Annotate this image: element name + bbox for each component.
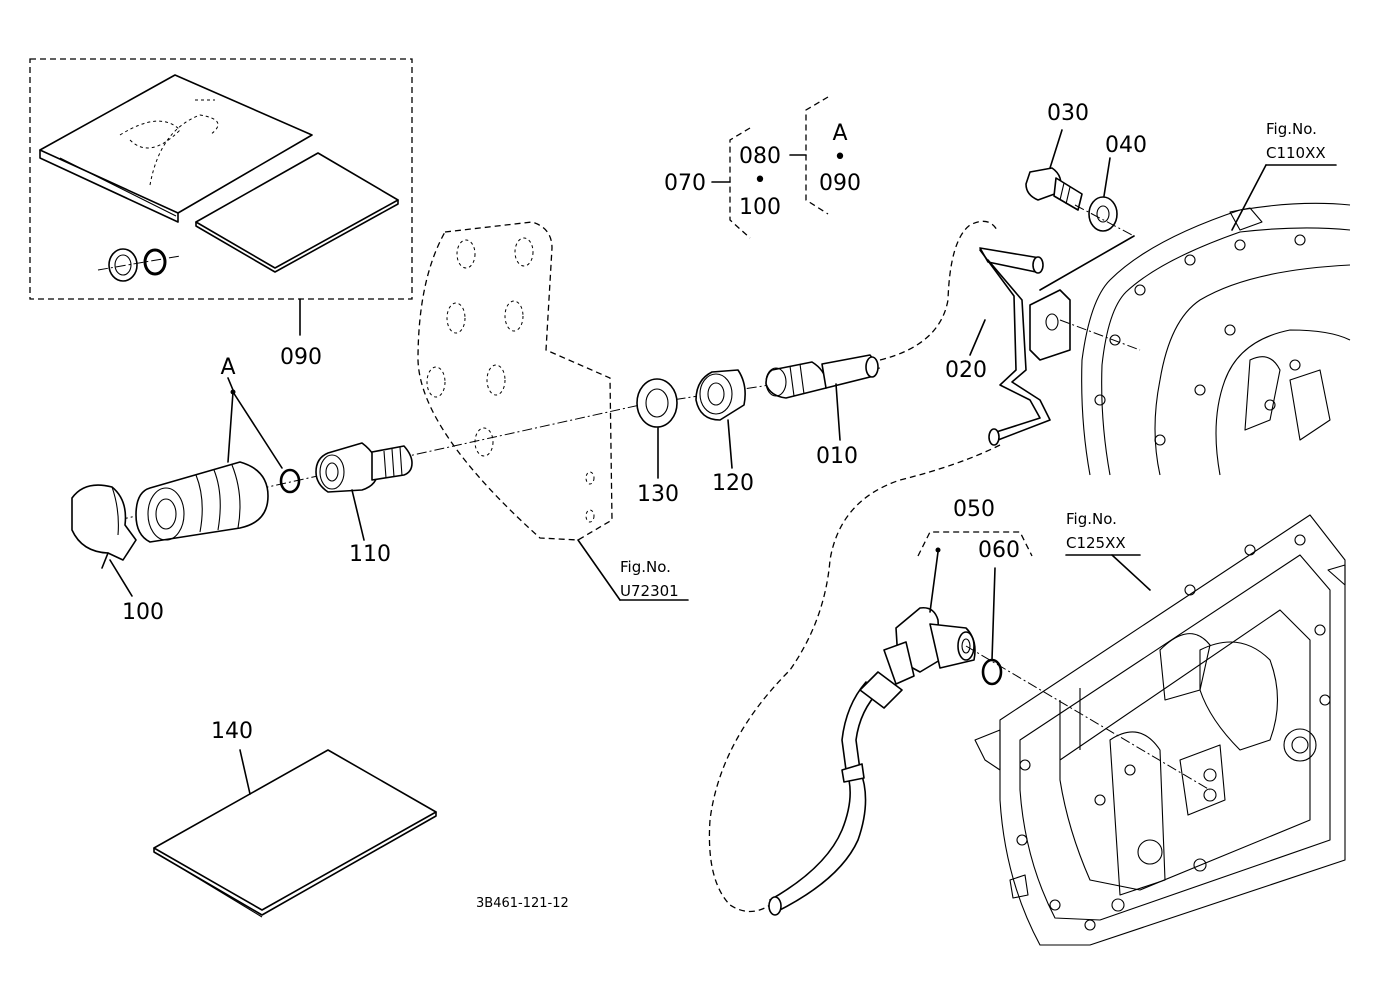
label-030: 030	[1047, 101, 1089, 126]
label-060: 060	[978, 538, 1020, 563]
bracket-plate	[417, 221, 689, 601]
label-130: 130	[637, 482, 679, 507]
kit-separator-left: •	[754, 168, 767, 193]
label-100: 100	[122, 600, 164, 625]
kit-box-090	[29, 58, 413, 336]
housing-c110xx	[1081, 164, 1351, 476]
fig-ref-c125xx-number: C125XX	[1066, 534, 1126, 552]
fig-ref-c125xx-caption: Fig.No.	[1066, 510, 1117, 528]
label-110: 110	[349, 542, 391, 567]
fig-ref-c110xx-number: C110XX	[1266, 144, 1326, 162]
part-labels: 010 020 030 040 050 060 090 100 110 120 …	[122, 101, 1326, 911]
housing-c125xx	[974, 514, 1346, 946]
sub-assembly-marker-a: A	[220, 355, 235, 380]
hose-and-elbow	[708, 444, 1211, 916]
label-090: 090	[280, 345, 322, 370]
fig-ref-u72301-number: U72301	[620, 582, 679, 600]
kit-item-100: 100	[739, 195, 781, 220]
label-010: 010	[816, 444, 858, 469]
kit-item-080: 080	[739, 144, 781, 169]
fig-ref-c110xx-caption: Fig.No.	[1266, 120, 1317, 138]
coupler-assembly	[71, 377, 641, 597]
label-140: 140	[211, 719, 253, 744]
label-020: 020	[945, 358, 987, 383]
kit-item-090: 090	[819, 171, 861, 196]
kit-separator-right: •	[834, 145, 847, 170]
label-050: 050	[953, 497, 995, 522]
label-120: 120	[712, 471, 754, 496]
pipe-and-bolt	[879, 129, 1141, 446]
fig-ref-u72301-caption: Fig.No.	[620, 558, 671, 576]
kit-label-070: 070	[664, 171, 706, 196]
drawing-code: 3B461-121-12	[476, 896, 569, 911]
label-040: 040	[1105, 133, 1147, 158]
kit-item-a: A	[832, 121, 847, 146]
part-140-manual	[153, 749, 437, 918]
kit-brace-group	[711, 96, 829, 239]
fitting-row	[636, 354, 881, 479]
